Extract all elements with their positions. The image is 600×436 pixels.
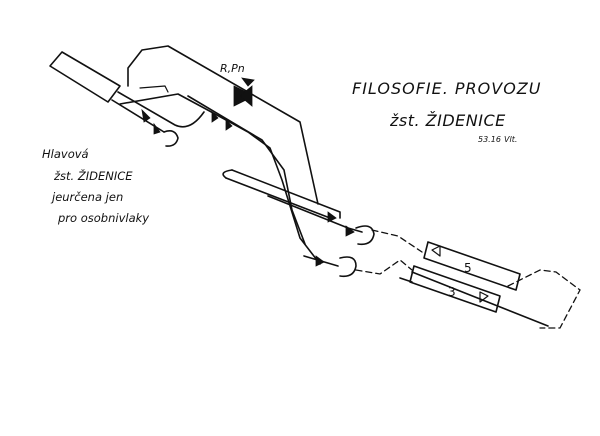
loop-mid-upper [355,225,375,246]
note-line-1: Hlavová [42,147,89,161]
arrow-lower-track [315,255,325,267]
track-inner-a [119,93,321,265]
arrow-track-b [153,122,161,135]
dashed-upper [371,229,423,253]
sketch-subtitle: žst. ŽIDENICE [389,111,506,130]
note-line-4: pro osobnivlaky [57,211,149,225]
note-line-3: jeurčena jen [50,190,123,204]
arrow-mid-upper [327,211,337,223]
arrow-inner-b [225,119,233,131]
hairpin-lower [225,177,331,219]
hairpin-curve [222,169,233,179]
note-line-2: žst. ŽIDENICE [53,168,133,183]
platform-5-direction-mark [431,245,441,257]
track-inner-b [187,95,306,245]
arrow-track-a [141,108,151,123]
platform-3 [409,265,501,313]
track-to-platform-5 [267,195,363,233]
platform-5 [423,241,521,291]
loop-mid-lower [339,256,357,278]
dashed-right-out [507,269,581,329]
dashed-lower [355,259,413,275]
track-upper-left [117,91,205,128]
platform-3-direction-mark [479,291,489,303]
hairpin-upper [231,169,341,219]
terminal-block [49,51,121,103]
return-line [127,45,319,205]
signal-bowtie-icon-right [239,85,253,107]
arrow-inner-a [211,111,219,123]
arrow-mid-lower [345,225,355,237]
sketch-title: FILOSOFIE. PROVOZU [352,79,541,98]
stub-top [139,85,169,93]
platform-3-number: 3 [448,285,456,299]
signature-mark: Vlt. [504,135,517,144]
sketch-code: 53.16 [478,135,501,144]
loop-left [163,130,179,147]
track-label-rpn: R,Pn [220,62,245,75]
track-lower-right [399,277,413,283]
arrow-return-line [241,77,255,87]
platform-5-number: 5 [464,261,472,275]
